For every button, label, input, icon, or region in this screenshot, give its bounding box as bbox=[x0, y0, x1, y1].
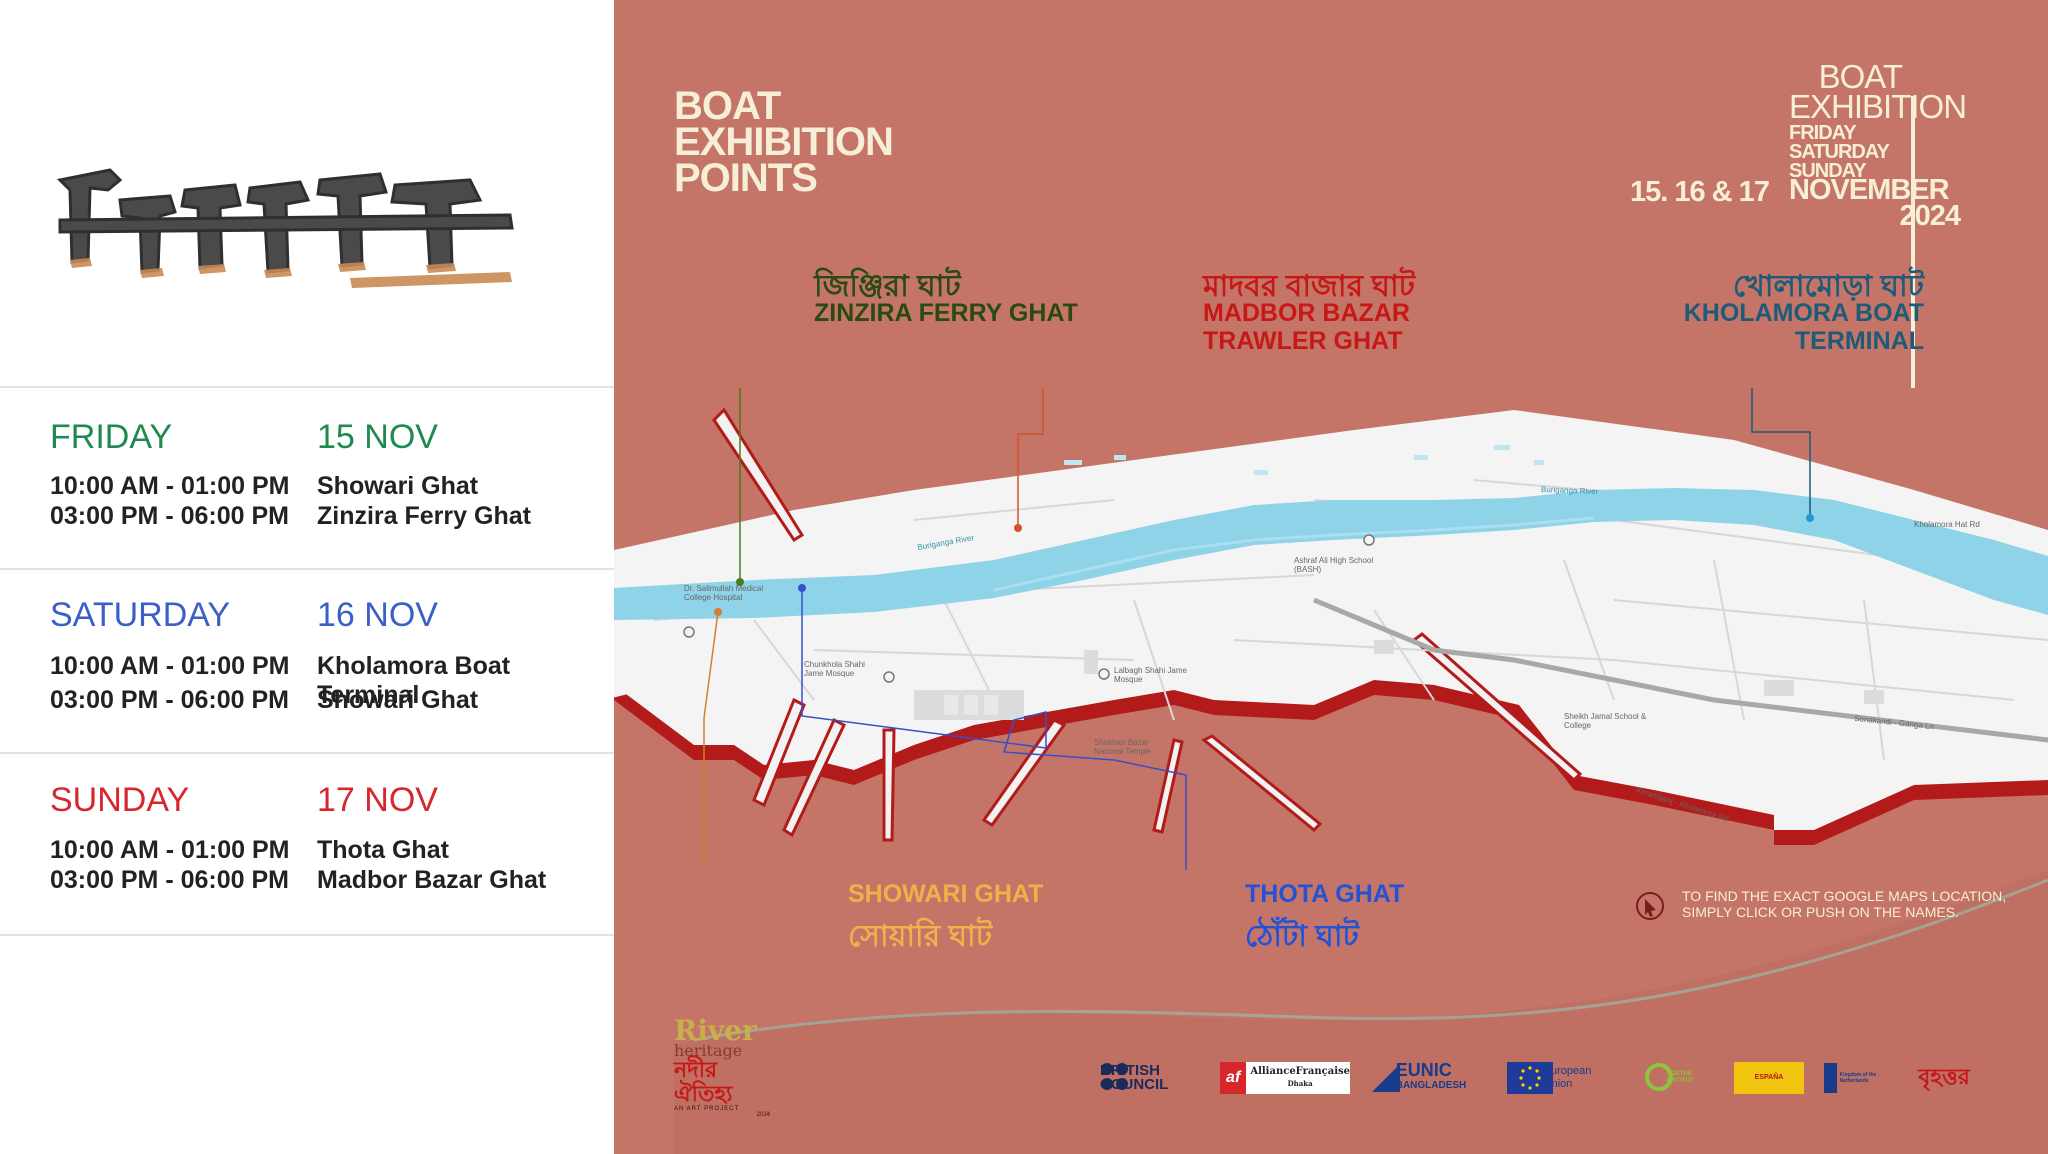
event-exhibition: EXHIBITION bbox=[1789, 88, 1967, 125]
event-days: FRIDAY SATURDAY SUNDAY bbox=[1789, 122, 1890, 182]
map-graphic bbox=[614, 96, 2048, 1154]
ghat-zinzira-en[interactable]: ZINZIRA FERRY GHAT bbox=[814, 299, 1078, 327]
partner-brihottoro: বৃহত্তর bbox=[1918, 1063, 1970, 1089]
maps-note: TO FIND THE EXACT GOOGLE MAPS LOCATION, … bbox=[1682, 888, 2007, 920]
place-link[interactable]: Showari Ghat bbox=[317, 472, 479, 500]
map-panel: BOAT EXHIBITION POINTS BOAT EXHIBITION F… bbox=[614, 0, 2048, 1154]
day-saturday: SATURDAY bbox=[50, 596, 231, 634]
ghat-zinzira-bn[interactable]: জিঞ্জিরা ঘাট bbox=[814, 270, 961, 303]
ghat-thota-en[interactable]: THOTA GHAT bbox=[1245, 880, 1405, 908]
event-year: 2024 bbox=[1899, 200, 1961, 232]
map-label-road: Kholamora Hat Rd bbox=[1914, 520, 1980, 529]
place-link[interactable]: Zinzira Ferry Ghat bbox=[317, 502, 531, 530]
map-label-clinic: Dr. Salimullah Medical College Hospital bbox=[684, 584, 764, 602]
ghat-kholamora-en[interactable]: KHOLAMORA BOAT TERMINAL bbox=[1683, 299, 1924, 355]
map-label-college: Sheikh Jamal School & College bbox=[1564, 712, 1647, 730]
place-link[interactable]: Kholamora Boat Terminal bbox=[317, 652, 511, 709]
map-title: BOAT EXHIBITION POINTS bbox=[674, 84, 894, 200]
river-heritage-logo: River heritage নদীর ঐতিহ্য AN ART PROJEC… bbox=[674, 1014, 770, 1119]
divider bbox=[0, 386, 614, 388]
divider bbox=[0, 934, 614, 936]
place-link[interactable]: Madbor Bazar Ghat bbox=[317, 866, 547, 894]
event-boat: BOAT bbox=[1818, 58, 1903, 95]
time-slot: 03:00 PM - 06:00 PM bbox=[50, 686, 289, 714]
ghat-showari-bn[interactable]: সোয়ারি ঘাট bbox=[848, 920, 993, 953]
ghat-showari-en[interactable]: SHOWARI GHAT bbox=[848, 880, 1044, 908]
date-saturday: 16 NOV bbox=[317, 596, 438, 634]
time-slot: 10:00 AM - 01:00 PM bbox=[50, 472, 290, 500]
map-label-temple: Shakhari Bazar National Temple bbox=[1094, 738, 1152, 756]
ghat-madbor-bn[interactable]: মাদবর বাজার ঘাট bbox=[1203, 270, 1416, 303]
event-month: NOVEMBER bbox=[1789, 174, 1950, 206]
river bbox=[614, 488, 2048, 620]
date-friday: 15 NOV bbox=[317, 418, 438, 456]
map-label-mosque: Chunkhola Shahi Jame Mosque bbox=[804, 660, 865, 678]
divider bbox=[0, 752, 614, 754]
cursor-click-icon bbox=[1636, 892, 1664, 920]
schedule-panel: FRIDAY 15 NOV 10:00 AM - 01:00 PM Showar… bbox=[0, 0, 614, 1154]
map-label-school: Ashraf Ali High School (BASH) bbox=[1294, 556, 1374, 574]
map-label-mosque: Lalbagh Shahi Jame Mosque bbox=[1114, 666, 1187, 684]
time-slot: 03:00 PM - 06:00 PM bbox=[50, 502, 289, 530]
day-sunday: SUNDAY bbox=[50, 781, 190, 819]
place-link[interactable]: Thota Ghat bbox=[317, 836, 449, 864]
divider bbox=[0, 568, 614, 570]
ghat-thota-bn[interactable]: ঠোঁটা ঘাট bbox=[1245, 920, 1359, 953]
day-friday: FRIDAY bbox=[50, 418, 173, 456]
time-slot: 10:00 AM - 01:00 PM bbox=[50, 652, 290, 680]
ghat-kholamora-bn[interactable]: খোলামোড়া ঘাট bbox=[1732, 270, 1924, 303]
date-sunday: 17 NOV bbox=[317, 781, 438, 819]
place-link[interactable]: Showari Ghat bbox=[317, 686, 479, 714]
ghat-madbor-en[interactable]: MADBOR BAZAR TRAWLER GHAT bbox=[1203, 299, 1410, 355]
partner-spain: ESPAÑA bbox=[1734, 1062, 1804, 1094]
time-slot: 10:00 AM - 01:00 PM bbox=[50, 836, 290, 864]
event-dates: 15. 16 & 17 bbox=[1630, 176, 1770, 208]
time-slot: 03:00 PM - 06:00 PM bbox=[50, 866, 289, 894]
partner-netherlands: Kingdom of the Netherlands bbox=[1824, 1062, 1900, 1094]
land-area bbox=[614, 407, 2048, 845]
title-logo bbox=[56, 168, 514, 288]
